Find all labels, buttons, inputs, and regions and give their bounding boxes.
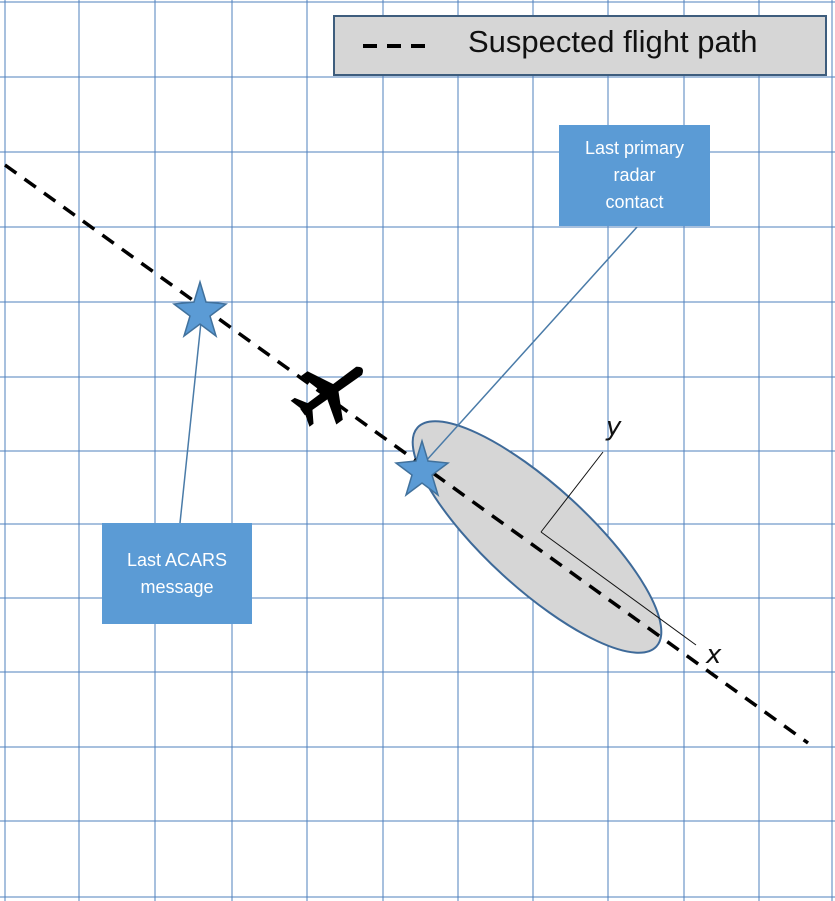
last-radar-label: Last primary radar contact — [584, 138, 685, 212]
last-radar-star-icon — [394, 438, 450, 497]
radar-leader-line — [424, 226, 638, 463]
last-acars-label: Last ACARS message — [126, 549, 228, 597]
legend-dash-icon — [363, 44, 435, 48]
last-radar-callout: Last primary radar contact — [559, 125, 710, 226]
y-axis-indicator — [540, 451, 697, 646]
y-axis-label: y — [606, 412, 622, 442]
last-acars-callout: Last ACARS message — [102, 523, 252, 624]
search-area-ellipse — [411, 420, 663, 654]
airplane-icon — [290, 366, 364, 427]
last-acars-star-icon — [172, 279, 228, 338]
suspected-flight-path — [3, 163, 810, 745]
acars-leader-line — [179, 321, 202, 524]
legend-label: Suspected flight path — [468, 24, 758, 59]
x-axis-label: x — [706, 640, 722, 670]
legend: Suspected flight path — [333, 15, 827, 76]
